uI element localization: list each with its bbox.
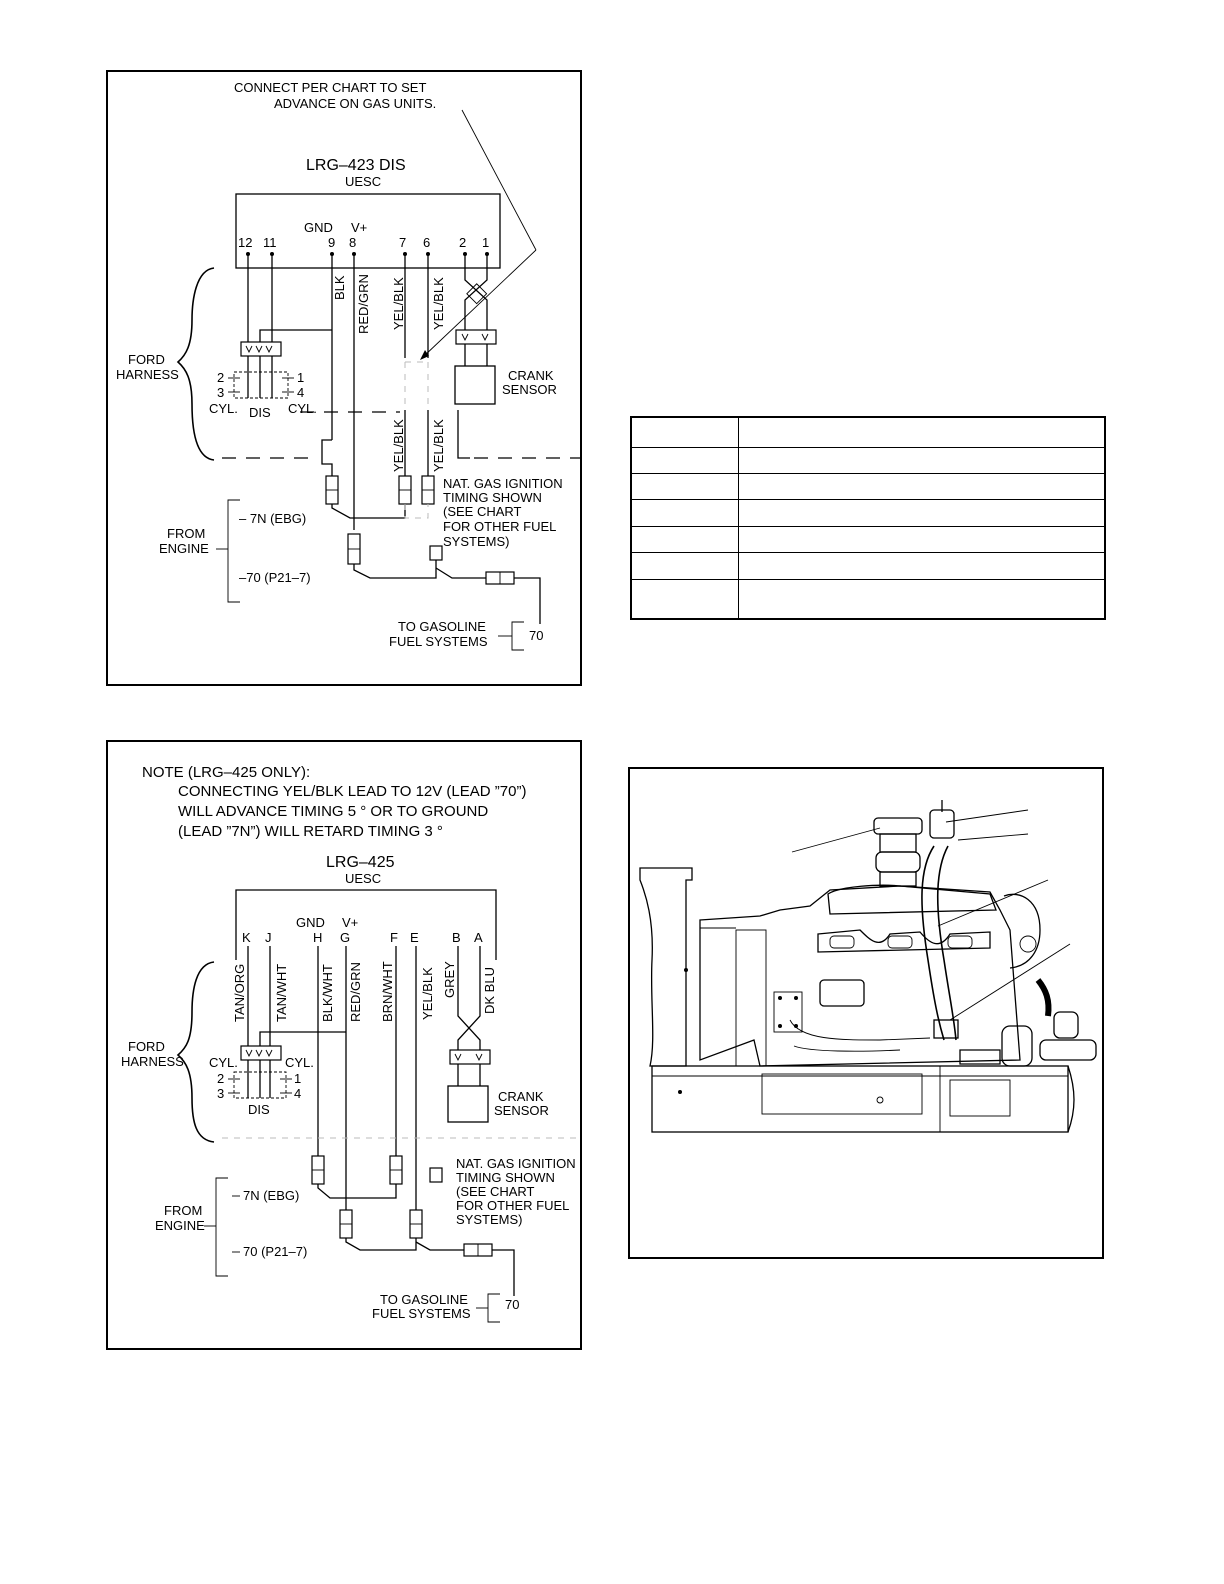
lrg423-gasoline-line2: FUEL SYSTEMS: [389, 634, 488, 649]
lrg423-cyl-left: CYL.: [209, 401, 238, 416]
table-cell: [738, 446, 1106, 474]
lrg423-callout-line2: ADVANCE ON GAS UNITS.: [274, 96, 436, 111]
lrg423-natgas-line1: NAT. GAS IGNITION: [443, 476, 563, 491]
lrg423-natgas-line5: SYSTEMS): [443, 534, 509, 549]
lrg423-pin-11: 11: [263, 235, 277, 250]
lrg423-callout-leader: [461, 109, 537, 251]
table-cell: [630, 552, 739, 580]
lrg423-engine-label: ENGINE: [159, 541, 209, 556]
lrg423-harness-brace: [176, 267, 215, 461]
table-cell: [630, 446, 739, 474]
lrg423-callout-arrowhead: [420, 350, 429, 360]
lrg423-pin-12: 12: [238, 235, 252, 250]
lrg423-wire-blk: BLK: [332, 275, 347, 300]
lrg423-gnd-label: GND: [304, 220, 333, 235]
lrg423-uesc-box: [235, 193, 501, 269]
table-cell: [738, 578, 1106, 620]
lrg423-crank-sensor: [454, 365, 496, 405]
lrg423-crank-connector: [455, 329, 497, 345]
lrg423-wire-yelblk-lower-1: YEL/BLK: [391, 419, 406, 472]
fuel-system-table: [630, 416, 1106, 620]
lrg423-figure-frame: [106, 70, 582, 686]
engine-figure-frame: [628, 767, 1104, 1259]
table-cell: [738, 472, 1106, 501]
lrg423-vplus-label: V+: [351, 220, 367, 235]
lrg423-wire-yelblk-lower-2: YEL/BLK: [431, 419, 446, 472]
lrg423-ford-label: FORD: [128, 352, 165, 367]
lrg423-from-label: FROM: [167, 526, 205, 541]
table-row: [630, 552, 1106, 580]
lrg423-gasoline-line1: TO GASOLINE: [398, 619, 486, 634]
table-cell: [630, 416, 739, 448]
lrg423-pin-6: 6: [423, 235, 430, 250]
table-row: [630, 472, 1106, 501]
lrg425-figure-frame: [106, 740, 582, 1350]
lrg423-pin-1: 1: [482, 235, 489, 250]
lrg423-pin-2: 2: [459, 235, 466, 250]
lrg423-dis-pin-4: 4: [297, 385, 304, 400]
lrg423-pin-8: 8: [349, 235, 356, 250]
lrg423-sensor-label: SENSOR: [502, 382, 557, 397]
lrg423-title: LRG–423 DIS: [306, 157, 406, 174]
lrg423-dis-pin-2: 2: [217, 370, 224, 385]
lrg423-dis-label: DIS: [249, 405, 271, 420]
table-row: [630, 525, 1106, 554]
table-row: [630, 416, 1106, 448]
table-row: [630, 578, 1106, 620]
lrg423-cyl-right: CYL.: [288, 401, 317, 416]
table-cell: [738, 416, 1106, 448]
lrg423-wire-yelblk-6: YEL/BLK: [431, 277, 446, 330]
lrg423-pin-7: 7: [399, 235, 406, 250]
table-cell: [738, 552, 1106, 580]
lrg423-lead-70: –70 (P21–7): [239, 570, 311, 585]
lrg423-pin-9: 9: [328, 235, 335, 250]
lrg423-harness-label: HARNESS: [116, 367, 179, 382]
lrg423-natgas-line3: (SEE CHART: [443, 504, 522, 519]
lrg423-subtitle: UESC: [345, 174, 381, 189]
lrg423-lead-70-right: 70: [529, 628, 543, 643]
lrg423-natgas-line4: FOR OTHER FUEL: [443, 519, 556, 534]
table-cell: [738, 499, 1106, 527]
lrg423-dis-pin-3: 3: [217, 385, 224, 400]
lrg423-wire-redgrn: RED/GRN: [356, 274, 371, 334]
lrg423-dis-pin-1: 1: [297, 370, 304, 385]
lrg423-crank-label: CRANK: [508, 368, 554, 383]
lrg423-wire-yelblk-7: YEL/BLK: [391, 277, 406, 330]
lrg423-natgas-line2: TIMING SHOWN: [443, 490, 542, 505]
table-cell: [630, 525, 739, 554]
lrg423-lead-7n: – 7N (EBG): [239, 511, 306, 526]
table-cell: [630, 472, 739, 501]
table-cell: [630, 499, 739, 527]
table-row: [630, 446, 1106, 474]
table-cell: [630, 578, 739, 620]
lrg423-callout-line1: CONNECT PER CHART TO SET: [234, 80, 426, 95]
table-row: [630, 499, 1106, 527]
table-cell: [738, 525, 1106, 554]
